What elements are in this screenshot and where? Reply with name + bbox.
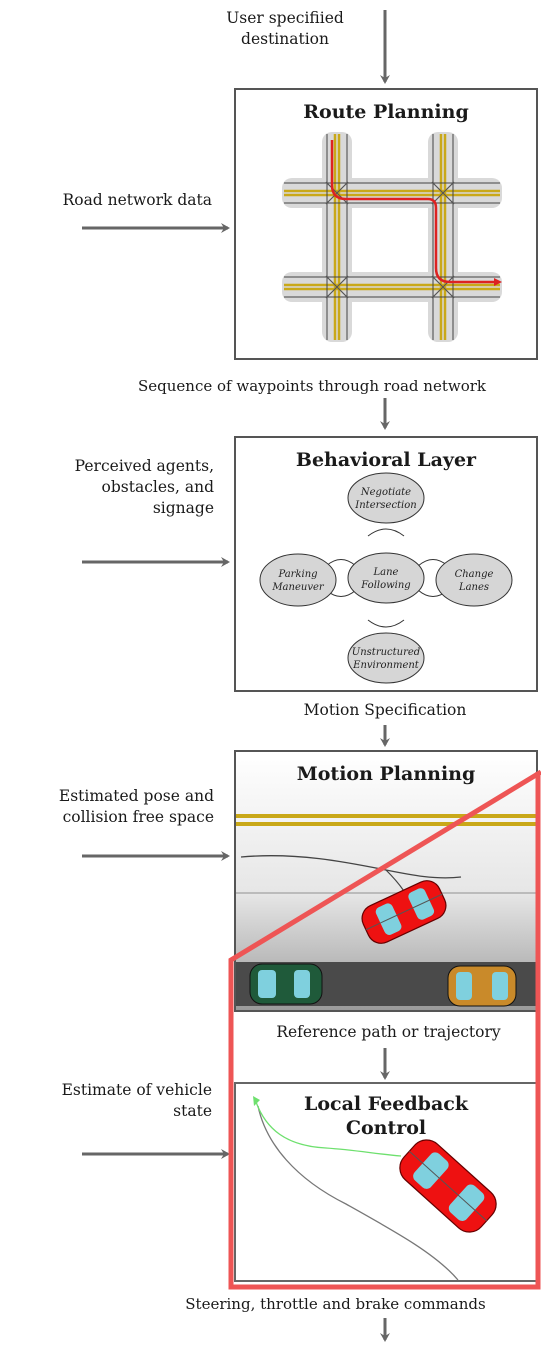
- state-change-label-2: Lanes: [458, 582, 489, 593]
- output-reference-path: Reference path or trajectory: [276, 1023, 501, 1041]
- state-change-lanes: [435, 553, 513, 607]
- car-orange: [447, 965, 517, 1007]
- input-road-network: Road network data: [62, 191, 212, 209]
- car-green: [249, 963, 323, 1005]
- motion-planning-scene: [236, 752, 536, 1010]
- state-unstructured-label-2: Environment: [352, 660, 420, 671]
- state-lane-label-2: Following: [360, 580, 410, 591]
- state-unstructured-label-1: Unstructured: [352, 647, 420, 658]
- state-negotiate-label-2: Intersection: [354, 500, 416, 511]
- state-parking: [259, 553, 337, 607]
- output-motion-spec: Motion Specification: [303, 701, 467, 719]
- route-planning-block: Route Planning: [234, 88, 538, 360]
- state-negotiate-label-1: Negotiate: [360, 487, 411, 498]
- state-machine: Negotiate Intersection Lane Following Pa…: [259, 472, 513, 684]
- behavioral-layer-title: Behavioral Layer: [295, 449, 477, 471]
- route-planning-title: Route Planning: [303, 101, 469, 123]
- motion-planning-block: Motion Planning: [234, 750, 538, 1012]
- state-parking-label-2: Maneuver: [271, 582, 325, 593]
- car-red-control: [399, 1139, 497, 1233]
- motion-planning-title: Motion Planning: [296, 763, 476, 785]
- state-change-label-1: Change: [455, 569, 494, 580]
- state-negotiate: [347, 472, 425, 524]
- output-waypoints: Sequence of waypoints through road netwo…: [138, 377, 486, 395]
- state-lane-following: [347, 552, 425, 604]
- state-unstructured: [347, 632, 425, 684]
- state-lane-label-1: Lane: [373, 567, 399, 578]
- behavioral-layer-block: Behavioral Layer Negotiate Intersection …: [234, 436, 538, 692]
- state-parking-label-1: Parking: [277, 569, 317, 580]
- output-commands: Steering, throttle and brake commands: [185, 1295, 486, 1313]
- road-network-map: [282, 132, 502, 342]
